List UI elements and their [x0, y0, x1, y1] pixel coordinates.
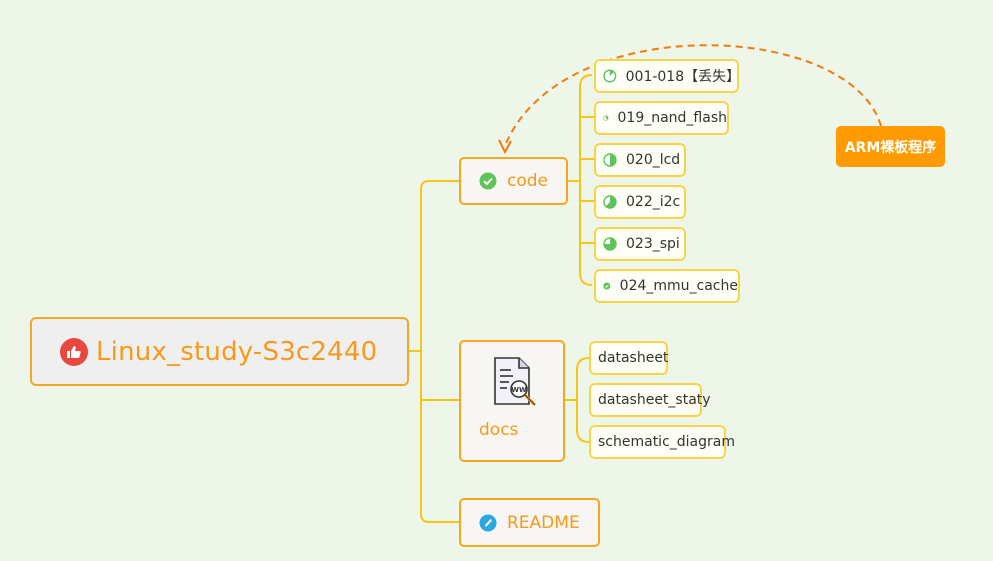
topic-docs-label: docs — [479, 420, 519, 440]
topic-code[interactable]: code — [459, 157, 568, 205]
subtopic-label: schematic_diagram — [598, 434, 735, 450]
progress-icon — [603, 195, 617, 209]
topic-code-label: code — [507, 171, 548, 191]
root-topic-label: Linux_study-S3c2440 — [96, 336, 378, 367]
subtopic-label: datasheet — [598, 350, 669, 366]
thumbs-up-icon — [60, 337, 88, 366]
connector-code-trunk — [579, 74, 593, 286]
progress-icon — [603, 153, 617, 167]
subtopic-datasheet-staty[interactable]: datasheet_staty — [589, 383, 711, 417]
connector-docs-trunk — [576, 357, 590, 443]
arrow-head — [498, 139, 512, 155]
topic-docs[interactable]: WW docs — [459, 340, 565, 462]
subtopic-label: 001-018【丢失】 — [625, 69, 741, 85]
callout-arm-bare-metal[interactable]: ARM裸板程序 — [836, 126, 945, 167]
root-topic[interactable]: Linux_study-S3c2440 — [30, 317, 409, 386]
subtopic-label: 022_i2c — [626, 194, 681, 210]
subtopic-019-nand-flash[interactable]: 019_nand_flash — [594, 101, 729, 135]
connector-root-trunk — [420, 180, 430, 523]
subtopic-023-spi[interactable]: 023_spi — [594, 227, 686, 261]
subtopic-label: 023_spi — [626, 236, 680, 252]
svg-text:WW: WW — [511, 386, 527, 394]
subtopic-label: 024_mmu_cache — [619, 278, 738, 294]
check-circle-icon — [603, 282, 611, 290]
pencil-circle-icon — [479, 514, 497, 531]
topic-readme[interactable]: README — [459, 498, 600, 547]
subtopic-020-lcd[interactable]: 020_lcd — [594, 143, 686, 177]
subtopic-label: 020_lcd — [626, 152, 681, 168]
subtopic-label: datasheet_staty — [598, 392, 711, 408]
progress-icon — [603, 69, 617, 83]
subtopic-024-mmu-cache[interactable]: 024_mmu_cache — [594, 269, 740, 303]
progress-icon — [603, 115, 609, 121]
subtopic-001-018[interactable]: 001-018【丢失】 — [594, 59, 741, 93]
subtopic-label: 019_nand_flash — [617, 110, 728, 126]
callout-relationship-arrow — [504, 44, 882, 147]
document-search-icon: WW — [494, 357, 537, 407]
progress-icon — [603, 237, 617, 251]
subtopic-datasheet[interactable]: datasheet — [589, 341, 668, 375]
topic-readme-label: README — [507, 512, 580, 533]
check-circle-icon — [479, 172, 497, 190]
subtopic-schematic-diagram[interactable]: schematic_diagram — [589, 425, 735, 459]
subtopic-022-i2c[interactable]: 022_i2c — [594, 185, 686, 219]
